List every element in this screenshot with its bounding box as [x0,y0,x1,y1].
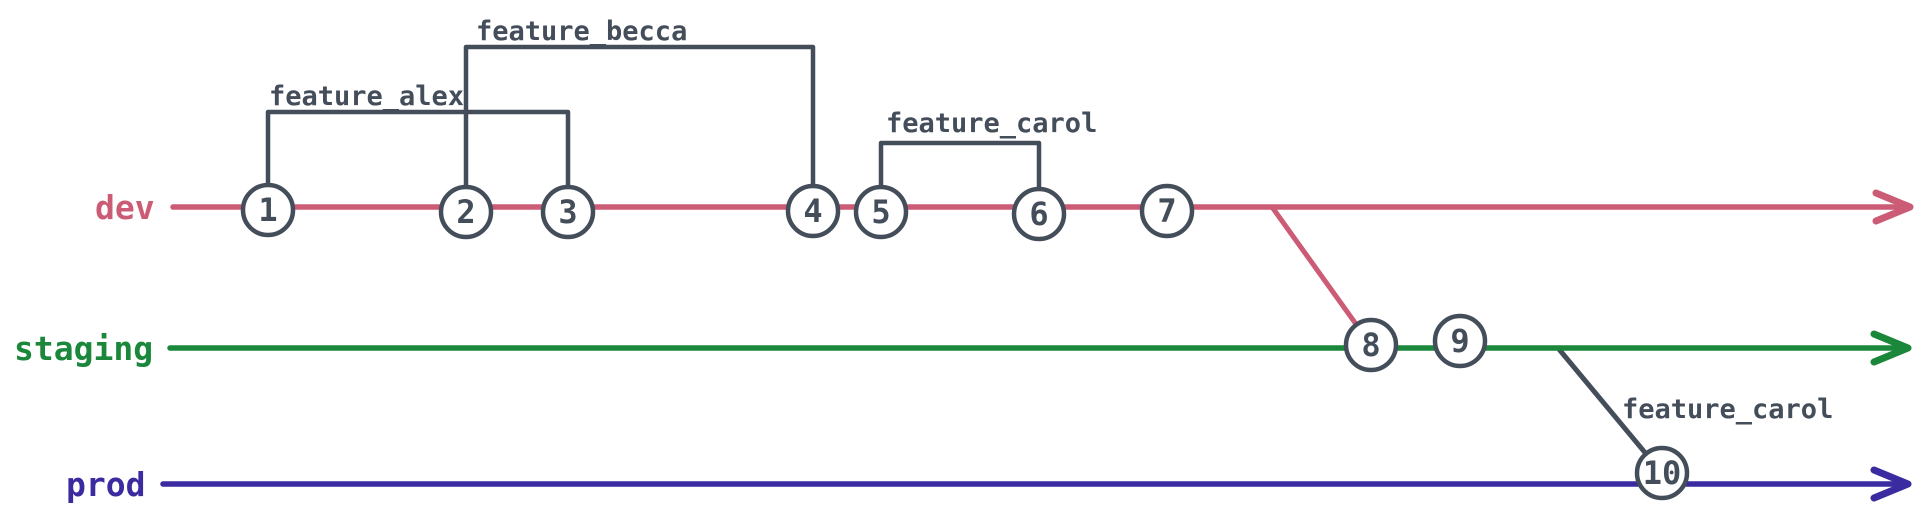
commit-node-8 [1343,317,1399,373]
commit-node-5 [853,184,909,240]
commit-number-8: 8 [1361,326,1380,364]
commit-node-4 [785,183,841,239]
commit-node-7 [1139,183,1195,239]
commit-number-9: 9 [1450,322,1469,360]
commit-number-7: 7 [1157,192,1176,230]
branch-arrowhead-dev [1872,189,1914,225]
commit-node-6 [1011,186,1067,242]
branch-label-dev: dev [95,188,155,227]
feature-label-feature_alex: feature_alex [269,81,464,112]
commit-number-6: 6 [1029,195,1048,233]
merge-line-dev-to-staging [1269,204,1374,348]
feature-bracket-feature_becca [463,44,816,205]
commit-node-2 [438,184,494,240]
commit-number-10: 10 [1643,454,1682,492]
feature-bracket-feature_carol [878,140,1042,207]
commit-number-5: 5 [871,193,890,231]
feature-bracket-feature_alex [265,109,571,205]
commit-number-1: 1 [258,191,277,229]
commit-node-1 [240,182,296,238]
commit-number-2: 2 [456,193,475,231]
commit-node-3 [540,184,596,240]
commit-number-4: 4 [803,192,822,230]
feature-label-feature_carol: feature_carol [886,108,1097,139]
commit-number-3: 3 [558,193,577,231]
feature-label-feature_becca: feature_becca [476,16,687,47]
commit-node-9 [1432,313,1488,369]
branch-arrowhead-prod [1870,466,1912,502]
merge-label-staging-to-prod: feature_carol [1622,394,1833,425]
commit-node-10 [1634,445,1690,501]
branch-label-prod: prod [66,465,145,504]
branch-arrowhead-staging [1870,330,1912,366]
branch-label-staging: staging [14,329,153,368]
